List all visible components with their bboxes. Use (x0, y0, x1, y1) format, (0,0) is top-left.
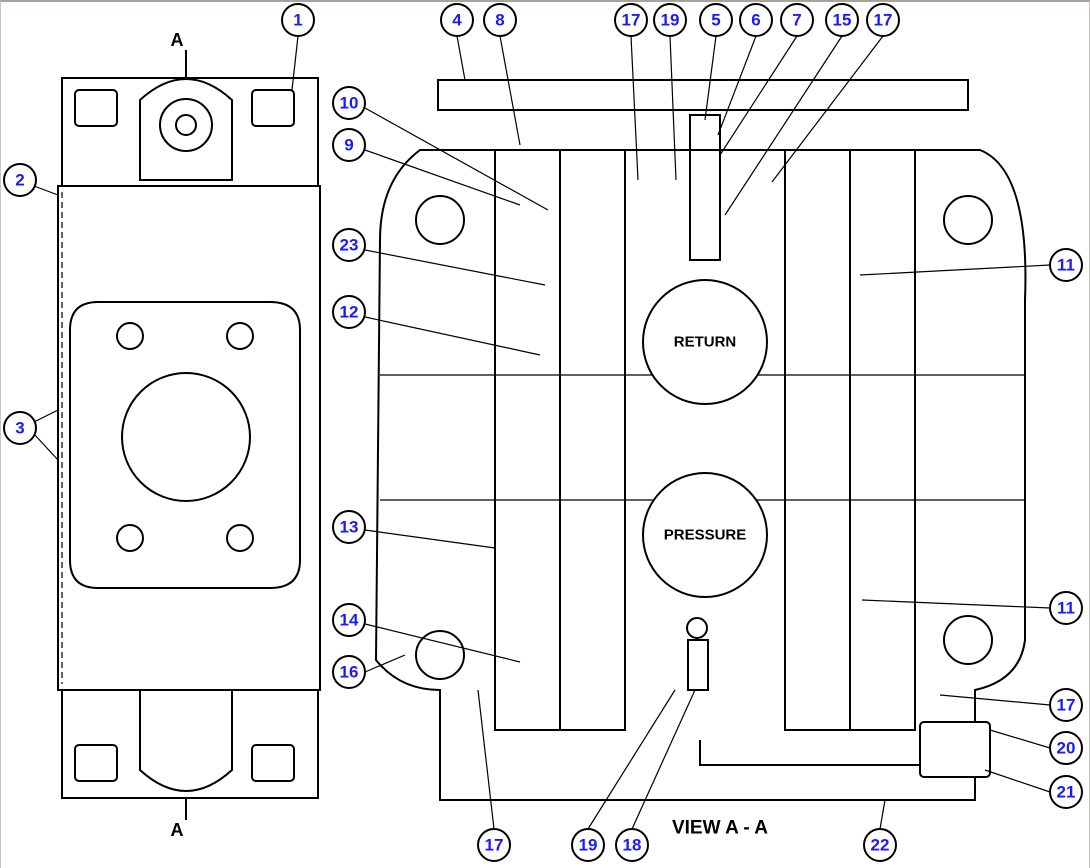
svg-text:21: 21 (1057, 783, 1076, 802)
svg-text:3: 3 (15, 419, 24, 438)
callout-9: 9 (332, 128, 366, 162)
section-view: RETURN PRESSURE VIEW A - A (374, 79, 1027, 839)
svg-text:7: 7 (792, 11, 801, 30)
section-marker-top: A (171, 30, 184, 50)
callout-20: 20 (1049, 731, 1083, 765)
svg-text:19: 19 (579, 836, 598, 855)
callout-4: 4 (440, 3, 474, 37)
callout-18: 18 (615, 828, 649, 862)
svg-text:23: 23 (340, 236, 359, 255)
callout-17: 17 (1049, 688, 1083, 722)
callout-19: 19 (653, 3, 687, 37)
callout-22: 22 (863, 828, 897, 862)
svg-text:8: 8 (495, 11, 504, 30)
callout-8: 8 (483, 3, 517, 37)
svg-text:15: 15 (833, 11, 852, 30)
callout-19: 19 (571, 828, 605, 862)
leader-lines (33, 35, 1051, 830)
callout-7: 7 (780, 3, 814, 37)
callout-6: 6 (739, 3, 773, 37)
callout-10: 10 (332, 86, 366, 120)
callout-11: 11 (1049, 591, 1083, 625)
svg-text:17: 17 (874, 11, 893, 30)
callout-17: 17 (477, 828, 511, 862)
svg-text:17: 17 (485, 836, 504, 855)
callout-15: 15 (825, 3, 859, 37)
svg-text:6: 6 (751, 11, 760, 30)
svg-text:2: 2 (15, 171, 24, 190)
callout-2: 2 (3, 163, 37, 197)
svg-text:22: 22 (871, 836, 890, 855)
callout-3: 3 (3, 411, 37, 445)
svg-text:5: 5 (711, 11, 720, 30)
svg-text:11: 11 (1057, 256, 1075, 275)
svg-text:9: 9 (344, 136, 353, 155)
callout-21: 21 (1049, 775, 1083, 809)
svg-text:17: 17 (622, 11, 641, 30)
callout-17: 17 (866, 3, 900, 37)
svg-text:13: 13 (340, 518, 359, 537)
svg-text:17: 17 (1057, 696, 1076, 715)
callout-12: 12 (332, 295, 366, 329)
svg-text:19: 19 (661, 11, 680, 30)
svg-text:20: 20 (1057, 739, 1076, 758)
callout-23: 23 (332, 228, 366, 262)
svg-text:1: 1 (293, 11, 302, 30)
pressure-port-label: PRESSURE (664, 527, 747, 544)
callout-16: 16 (332, 655, 366, 689)
view-title: VIEW A - A (672, 818, 768, 839)
side-view: A A (57, 30, 321, 840)
callout-14: 14 (332, 603, 366, 637)
callout-17: 17 (614, 3, 648, 37)
svg-text:10: 10 (340, 94, 359, 113)
callout-1: 1 (281, 3, 315, 37)
svg-text:14: 14 (340, 611, 359, 630)
callout-11: 11 (1049, 248, 1083, 282)
svg-text:4: 4 (452, 11, 462, 30)
svg-text:11: 11 (1057, 599, 1075, 618)
svg-text:18: 18 (623, 836, 642, 855)
return-port-label: RETURN (674, 334, 737, 351)
section-marker-bottom: A (171, 820, 184, 840)
svg-text:12: 12 (340, 303, 359, 322)
callout-5: 5 (699, 3, 733, 37)
svg-text:16: 16 (340, 663, 359, 682)
callout-13: 13 (332, 510, 366, 544)
